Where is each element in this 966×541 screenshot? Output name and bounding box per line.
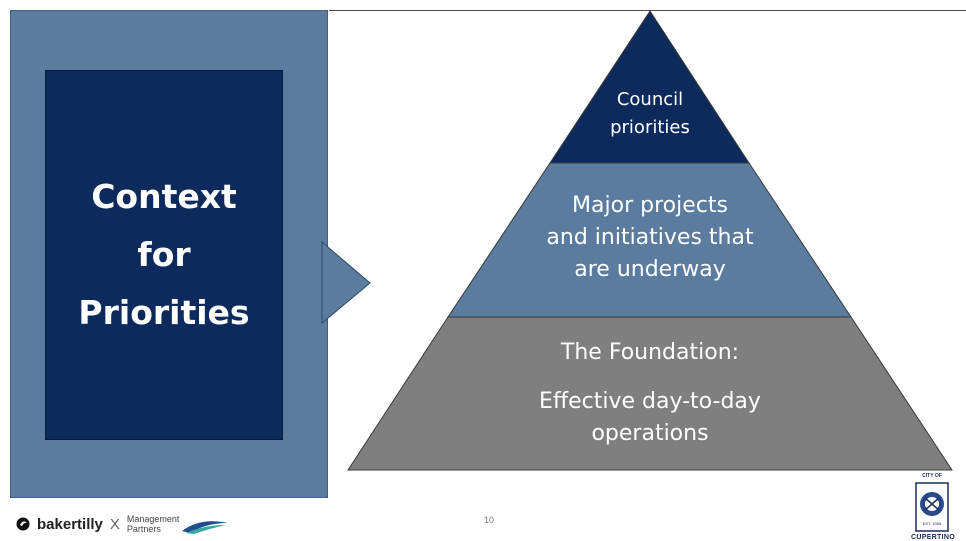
major-line-3: are underway	[574, 257, 726, 282]
pyramid-label-council: Council priorities	[550, 86, 750, 142]
page-number: 10	[484, 515, 495, 525]
management-partners-swoosh-icon	[182, 521, 229, 534]
city-logo-bottom-text: CUPERTINO	[911, 534, 955, 541]
title-line-1: Context	[91, 177, 237, 216]
logo-separator: X	[109, 515, 120, 533]
major-line-2: and initiatives that	[546, 225, 754, 250]
title-line-2: for	[137, 235, 191, 274]
pyramid-label-major-projects: Major projects and initiatives that are …	[500, 190, 800, 286]
bakertilly-logo-text: bakertilly	[37, 515, 103, 533]
council-line-2: priorities	[610, 117, 690, 138]
bakertilly-swirl-icon	[16, 517, 30, 531]
title-line-3: Priorities	[78, 293, 250, 332]
city-seal-icon: EST. 1955	[915, 482, 949, 532]
top-divider-line	[329, 10, 966, 11]
pyramid-level-bottom	[347, 316, 953, 471]
city-of-cupertino-logo: CITY OF EST. 1955 CUPERTINO	[911, 473, 962, 541]
major-line-1: Major projects	[572, 193, 728, 218]
operations-line-1: Effective day-to-day	[539, 389, 761, 414]
management-partners-logo-text: Management Partners	[127, 514, 180, 534]
partner-line-1: Management	[126, 514, 180, 524]
pointer-arrow	[321, 240, 371, 325]
partner-line-2: Partners	[126, 524, 161, 534]
city-seal-text: EST. 1955	[923, 521, 942, 526]
council-line-1: Council	[616, 89, 684, 110]
footer-partner-logos: bakertilly X Management Partners	[16, 510, 230, 538]
pyramid-label-foundation: The Foundation:	[560, 340, 740, 365]
section-title-box: Context for Priorities	[45, 70, 283, 440]
operations-line-2: operations	[591, 421, 709, 446]
pyramid-label-operations: Effective day-to-day operations	[470, 386, 830, 450]
city-logo-top-text: CITY OF	[922, 473, 942, 479]
